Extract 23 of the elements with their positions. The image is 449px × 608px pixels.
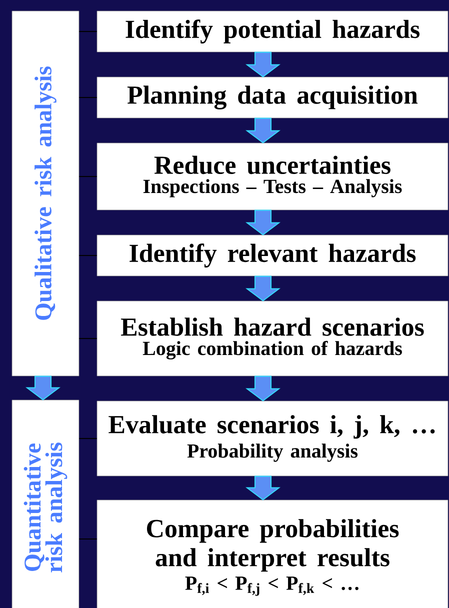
step-box: Identify potential hazards bbox=[96, 10, 448, 52]
phase-bar: Qualitative risk analysis bbox=[12, 10, 80, 376]
step-box: Establish hazard scenarios Logic combination of hazards bbox=[96, 300, 448, 376]
step-box: Reduce uncertainties Inspections – Tests – Analysis bbox=[96, 142, 448, 210]
connector-line bbox=[78, 338, 98, 339]
connector-line bbox=[78, 97, 98, 98]
block-arrow bbox=[246, 476, 280, 500]
connector-line bbox=[78, 176, 98, 177]
block-arrow bbox=[246, 52, 280, 78]
block-arrow bbox=[246, 118, 280, 144]
step-box: Compare probabilities and interpret results P$_{f,i}$ < P$_{f,j}$ < P$_{f,k}$ < … bbox=[96, 500, 448, 608]
block-arrow bbox=[26, 376, 60, 400]
connector-line bbox=[78, 538, 98, 540]
block-arrow bbox=[246, 276, 280, 302]
step-box: Identify relevant hazards bbox=[96, 234, 448, 276]
connector-line bbox=[78, 438, 98, 439]
connector-line bbox=[78, 31, 98, 32]
block-arrow bbox=[246, 376, 280, 402]
phase-bar: Quantitative risk analysis bbox=[12, 400, 80, 608]
step-box: Planning data acquisition bbox=[96, 76, 448, 118]
connector-line bbox=[78, 255, 98, 256]
block-arrow bbox=[246, 210, 280, 236]
step-box: Evaluate scenarios i, j, k, … Probability analysis bbox=[96, 400, 448, 476]
